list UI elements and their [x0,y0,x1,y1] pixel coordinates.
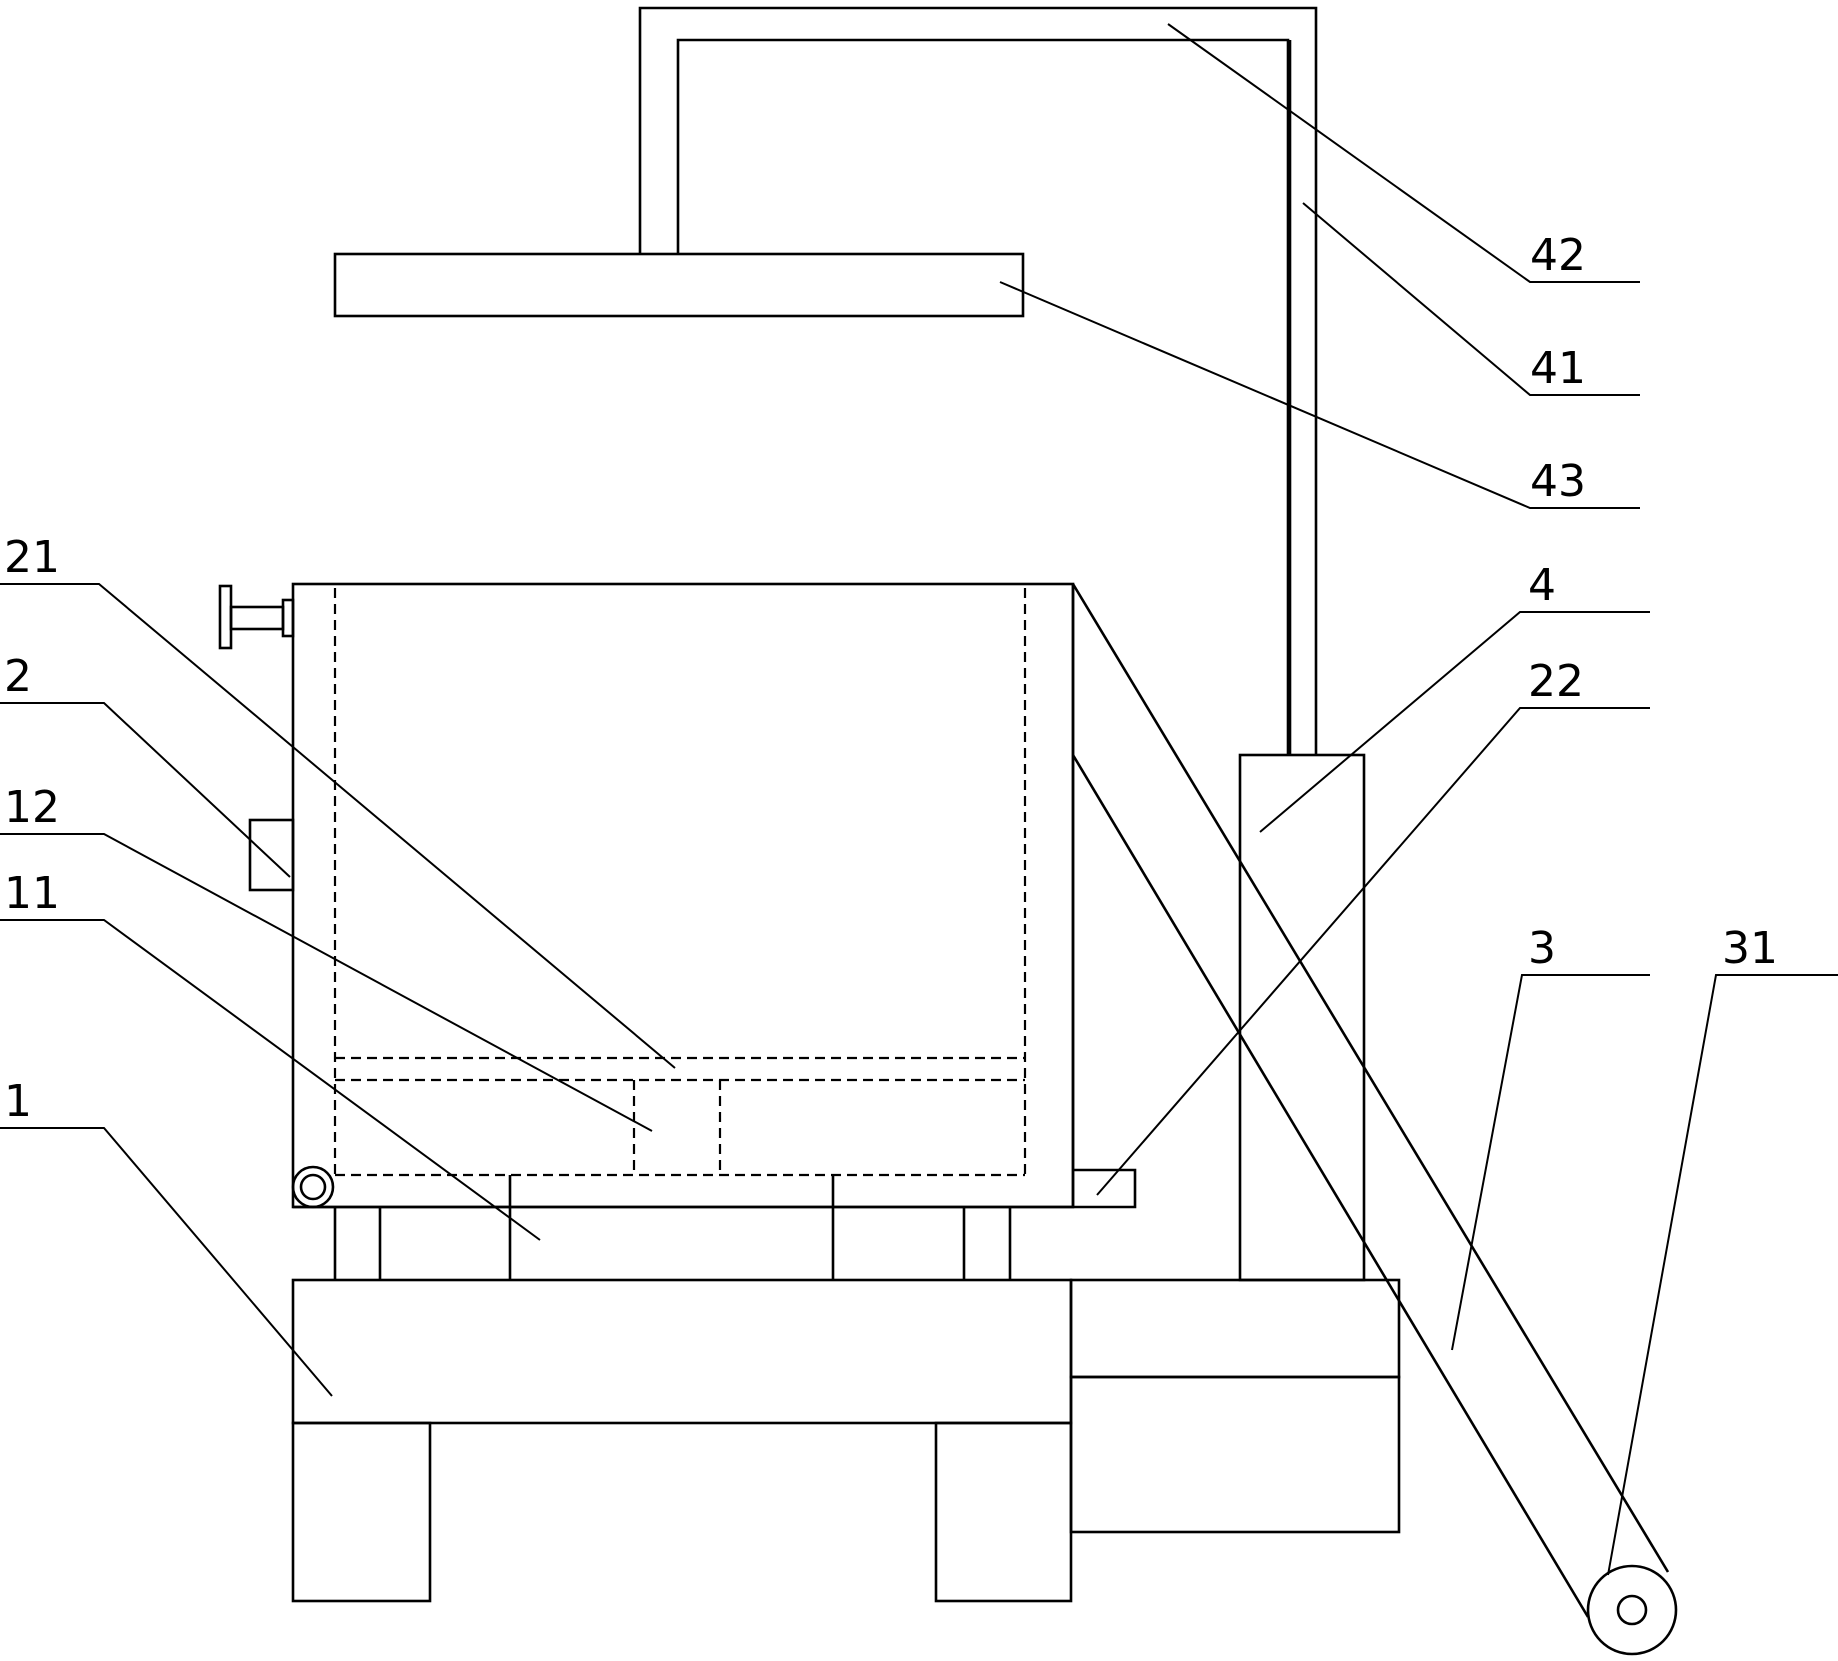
side-box [248,818,295,892]
label-2: 2 [4,651,32,702]
label-43: 43 [1530,456,1586,507]
labels: 42 41 43 4 22 3 31 21 2 12 11 1 [4,230,1778,1127]
label-41: 41 [1530,343,1586,394]
valve-handle [218,584,295,650]
inner-liner-dashed [333,588,1027,1177]
label-42: 42 [1530,230,1586,281]
label-4: 4 [1528,560,1556,611]
hinge-roller [291,1165,335,1209]
top-frame-42 [638,6,1318,755]
top-plate-43 [333,252,1025,318]
roller-31 [1586,1564,1678,1656]
conveyor-3 [1071,583,1670,1618]
column-housing-4 [1238,753,1366,1282]
label-31: 31 [1722,923,1778,974]
hopper-2 [291,582,1075,1209]
bin-bottom-plate [293,1168,1137,1209]
label-11: 11 [4,868,60,919]
label-1: 1 [4,1076,32,1127]
label-22: 22 [1528,656,1584,707]
label-21: 21 [4,532,60,583]
label-12: 12 [4,782,60,833]
label-3: 3 [1528,923,1556,974]
support-legs-11 [333,1175,1012,1280]
base-1 [291,1278,1401,1603]
leader-lines [0,23,1838,1576]
